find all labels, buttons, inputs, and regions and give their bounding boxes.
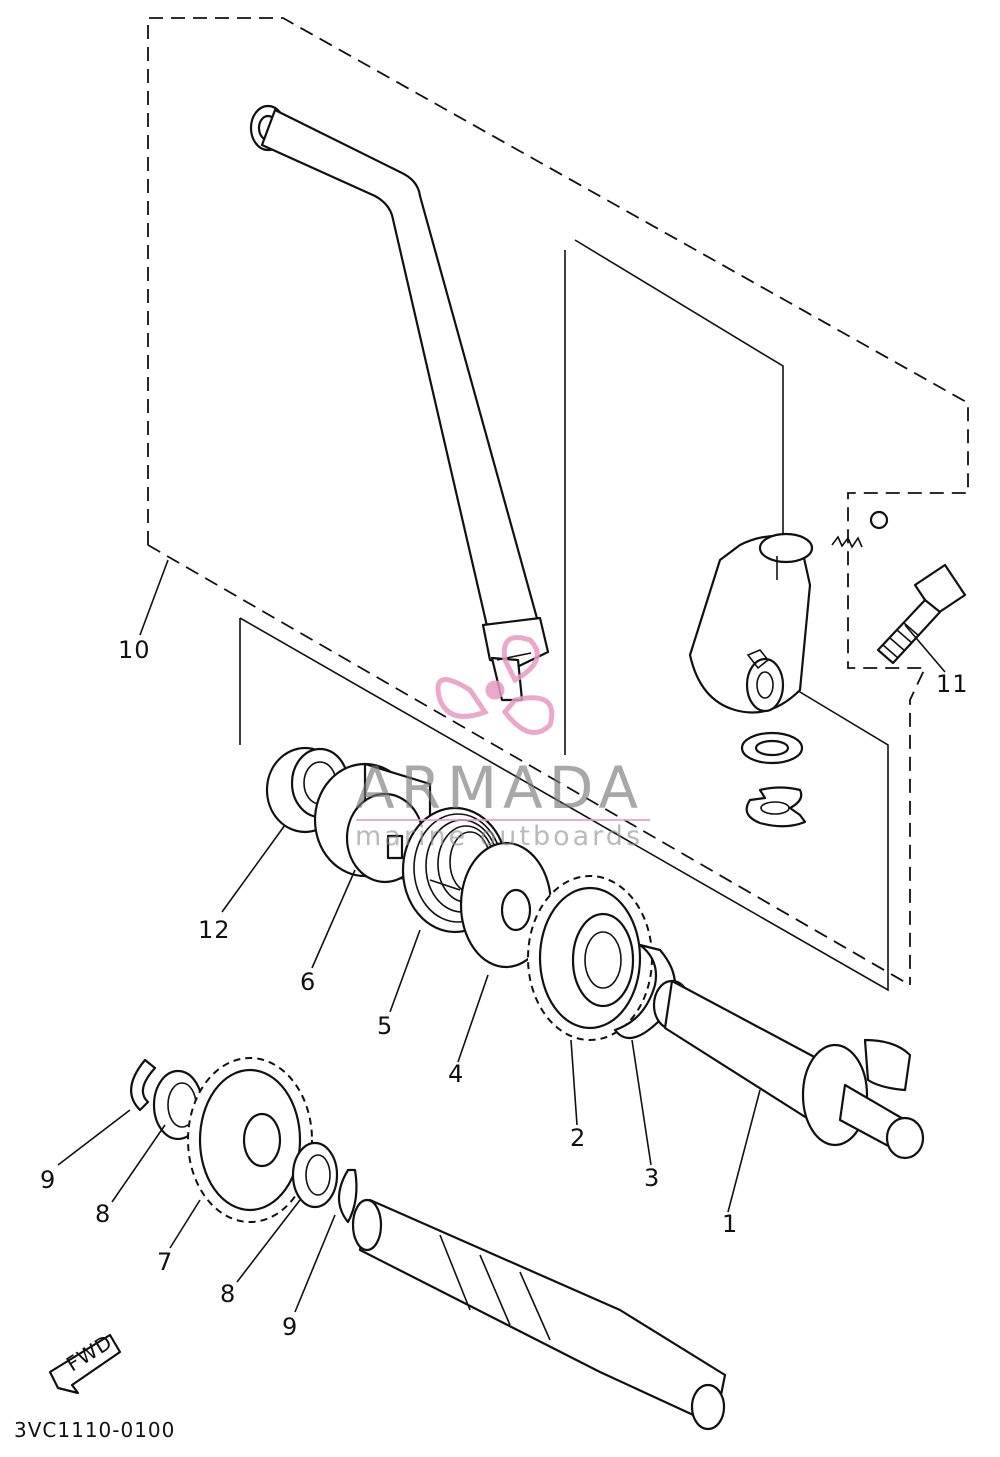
kick-crank-boss bbox=[688, 532, 814, 714]
callout-11: 11 bbox=[936, 670, 969, 698]
washer bbox=[740, 731, 804, 765]
circlip-right bbox=[337, 1168, 358, 1224]
callout-4: 4 bbox=[448, 1060, 464, 1088]
callout-8-right: 8 bbox=[220, 1280, 236, 1308]
kick-gear bbox=[527, 875, 653, 1041]
propeller-logo-icon bbox=[435, 635, 555, 736]
pinch-bolt bbox=[876, 563, 967, 665]
main-shaft bbox=[351, 1198, 727, 1431]
plate-washer bbox=[459, 841, 553, 969]
callout-1: 1 bbox=[722, 1210, 738, 1238]
callout-labels: 1 2 3 4 5 6 7 8 8 9 9 10 11 12 bbox=[40, 636, 969, 1341]
armada-watermark: ARMADA marine outboards bbox=[355, 635, 650, 852]
fwd-arrow-icon: FWD bbox=[48, 1330, 122, 1395]
callout-9-left: 9 bbox=[40, 1166, 56, 1194]
kick-axle bbox=[652, 979, 925, 1160]
circlip-left bbox=[130, 1058, 157, 1112]
callout-5: 5 bbox=[377, 1012, 393, 1040]
watermark-tagline: marine outboards bbox=[355, 821, 643, 852]
idle-gear bbox=[187, 1057, 313, 1223]
callout-6: 6 bbox=[300, 968, 316, 996]
callout-9-right: 9 bbox=[282, 1313, 298, 1341]
callout-12: 12 bbox=[198, 916, 231, 944]
watermark-brand: ARMADA bbox=[355, 754, 644, 822]
kick-lever bbox=[249, 104, 550, 702]
callout-7: 7 bbox=[157, 1248, 173, 1276]
assembly-boundary-shaft bbox=[239, 239, 889, 992]
callout-3: 3 bbox=[644, 1164, 660, 1192]
washer-right bbox=[291, 1141, 339, 1209]
diagram-code: 3VC1110-0100 bbox=[14, 1418, 175, 1442]
callout-8-left: 8 bbox=[95, 1200, 111, 1228]
detent-spring bbox=[831, 510, 889, 549]
callout-10: 10 bbox=[118, 636, 151, 664]
e-clip bbox=[745, 786, 807, 828]
callout-leaders bbox=[57, 559, 946, 1313]
callout-2: 2 bbox=[570, 1124, 586, 1152]
assembly-boundary-kick-crank bbox=[147, 17, 969, 986]
